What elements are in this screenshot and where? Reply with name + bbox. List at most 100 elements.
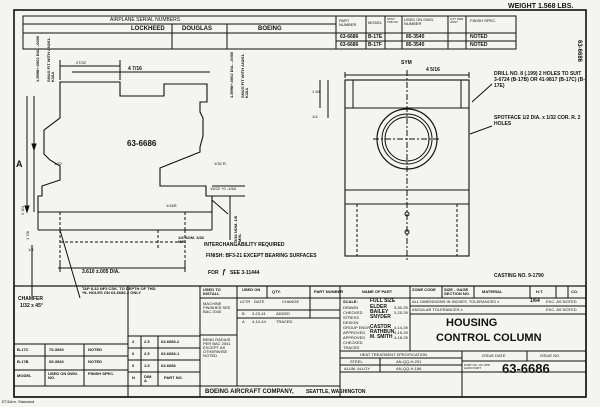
company-city: SEATTLE, WASHINGTON: [306, 389, 366, 395]
header-used-on: USED ON DWG. NUMBER: [404, 17, 435, 26]
sign-label: STRESS: [343, 315, 360, 320]
title-part-number: 63-6686: [502, 361, 550, 376]
rev1-letter: B: [242, 311, 245, 316]
heat-treat-label: HEAT TREATMENT SPECIFICATION: [360, 352, 427, 357]
tolerance-note: ALL DIMENSIONS IN INCHES. TOLERANCES ±: [412, 299, 500, 304]
bend-radius: BEND RADIUS PER BAC 2041 EXCEPT AS OTHER…: [203, 337, 231, 358]
sign-name: SNYDER: [370, 314, 391, 320]
change-header: CHANGE: [282, 299, 300, 304]
radius-right: 1/32 R.: [214, 161, 227, 166]
dash-finish-1: NOTED: [88, 347, 102, 352]
material-label: MATERIAL: [482, 289, 503, 294]
used-to-install: USED TO INSTALL: [203, 287, 221, 296]
machine-finishes: MACHINE FINISHES SEE BAC 2040: [203, 301, 231, 314]
header-assy-tab: ASSY TAB NO.: [387, 17, 399, 24]
tolerance-suffix: EXC. AS NOTED: [546, 299, 577, 304]
company-name: BOEING AIRCRAFT COMPANY,: [205, 389, 294, 395]
dim-a-label: A: [16, 159, 23, 169]
sign-label: TRACED: [343, 345, 360, 350]
part-header-n: N: [132, 375, 135, 380]
dia-right: 1.5998+.0002 DIA. -.0000: [229, 51, 234, 98]
size-gage-label: SIZE - GAGE SECTION NO.: [444, 287, 471, 296]
rev1-date: 3-23-41: [252, 311, 266, 316]
rev1-change: ADDED: [276, 311, 291, 316]
sign-name: M. SMITH: [370, 334, 393, 340]
finish-symbol: ƒ: [222, 269, 226, 276]
dash-model-1: B-17C: [17, 347, 29, 352]
rev2-letter: A: [242, 319, 245, 324]
part-row2-part: 63-6686-1: [161, 351, 180, 356]
sign-name: CASTOR: [370, 324, 392, 330]
dim-1-4: 1/4: [28, 247, 34, 252]
part-row3-part: 63-6686: [161, 363, 176, 368]
part-row2-dim: 2.5: [144, 351, 150, 356]
row2-part: 63-6686: [340, 42, 359, 48]
sign-label: CHECKED: [343, 340, 363, 345]
snug-fit-left: SNUG FIT WITH AN201-K16A: [46, 37, 55, 82]
header-qty: QTY PER ASSY: [450, 17, 464, 24]
row2-model: B-17F: [368, 42, 382, 48]
angular-tolerance: ANGULAR TOLERANCES ±: [412, 307, 463, 312]
sign-name: RATHBUN: [370, 329, 395, 335]
sign-name: ELDER: [370, 304, 387, 310]
steel-spec: AN-QQ-H-201: [396, 359, 422, 364]
part-header-part: PART NO.: [164, 375, 183, 380]
header-douglas: DOUGLAS: [182, 26, 212, 32]
dash-header-used: USED ON DWG. NO.: [48, 371, 79, 380]
dim-15-32: 15/32 +0 -1/64: [210, 186, 236, 191]
dash-used-2: 65-3540: [49, 359, 64, 364]
rev2-date: 4-10-44: [252, 319, 266, 324]
airplane-table-caption: AIRPLANE SERIAL NUMBERS: [110, 17, 181, 23]
spotface-note: SPOTFACE 1/2 DIA. x 1/32 COR. R. 2 HOLES: [494, 115, 581, 127]
dash-finish-2: NOTED: [88, 359, 102, 364]
zone-code-label: ZONE CODE: [412, 287, 436, 292]
scale-label: SCALE:: [343, 299, 358, 304]
sign-date: 4-15-39: [394, 330, 408, 335]
row1-finish: NOTED: [470, 34, 488, 40]
alum-spec: AN-QQ-H-186: [396, 366, 422, 371]
dash-header-finish: FINISH SPEC.: [88, 371, 115, 376]
date-header: DATE: [254, 299, 265, 304]
title-control-column: CONTROL COLUMN: [436, 332, 542, 344]
sign-label: APPROVED: [343, 335, 366, 340]
casting-note: CASTING NO. 9-1790: [494, 273, 544, 279]
chamfer-title: CHAMFER: [18, 296, 43, 302]
row2-used-on: 85-3540: [406, 42, 425, 48]
row1-part: 63-6686: [340, 34, 359, 40]
row1-model: B-17E: [368, 34, 383, 40]
part-row3-dim: 1.5: [144, 363, 150, 368]
sign-label: GROUP ENGR.: [343, 325, 372, 330]
dim-1-4-side: 1/4: [312, 114, 318, 119]
angular-suffix: EXC. AS NOTED: [546, 307, 577, 312]
part-row1-n: 2: [132, 339, 135, 344]
dim-1-7-8: 1 7/8: [25, 231, 30, 240]
dim-27-32: 27/32: [76, 60, 87, 65]
part-row2-n: 0: [132, 351, 135, 356]
dim-1-5-8: 1 5/8: [312, 89, 321, 94]
interchangeability-note: INTERCHANGABILITY REQUIRED: [204, 242, 285, 248]
row2-finish: NOTED: [470, 42, 488, 48]
side-part-number: 63-6686: [576, 40, 582, 63]
finish-note: FINISH: BF3-21 EXCEPT BEARING SURFACES: [206, 253, 317, 259]
part-row3-n: 0: [132, 363, 135, 368]
ltr-header: LETR: [240, 299, 251, 304]
tolerance-value: 1/64: [530, 298, 540, 304]
part-header-dim: DIM. A: [144, 374, 153, 383]
part-row1-dim: 2.5: [144, 339, 150, 344]
sign-date: 3-30-39: [394, 305, 408, 310]
see-note: SEE 3-11444: [230, 270, 260, 276]
sign-label: APPROVED: [343, 330, 366, 335]
co-label: CO.: [571, 289, 579, 294]
dia-left: 1.5998+.0002 DIA. -.0000: [35, 35, 40, 82]
header-model: MODEL: [368, 20, 383, 25]
issue-no-label: ISSUE NO.: [540, 353, 561, 358]
dash-used-1: 75-3540: [49, 347, 64, 352]
steel-label: STEEL: [350, 359, 363, 364]
dim-1-16-r: 1/16R: [166, 203, 177, 208]
name-of-part-label: NAME OF PART: [362, 289, 393, 294]
corner-tag: ET&Am. Standard: [2, 399, 35, 404]
sign-label: DESIGN: [343, 320, 359, 325]
dash-model-2: B-17B: [17, 359, 29, 364]
ht-label: H.T.: [536, 289, 544, 294]
